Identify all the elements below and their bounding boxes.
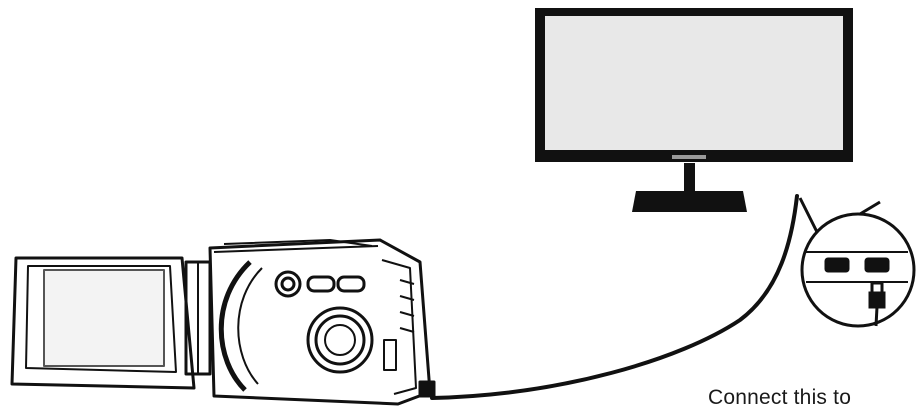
caption-text: Connect this to (708, 386, 852, 409)
usb-port-detail-icon (798, 197, 916, 328)
camcorder-icon (10, 238, 436, 406)
cable-icon (430, 194, 799, 400)
monitor-icon (535, 8, 853, 212)
